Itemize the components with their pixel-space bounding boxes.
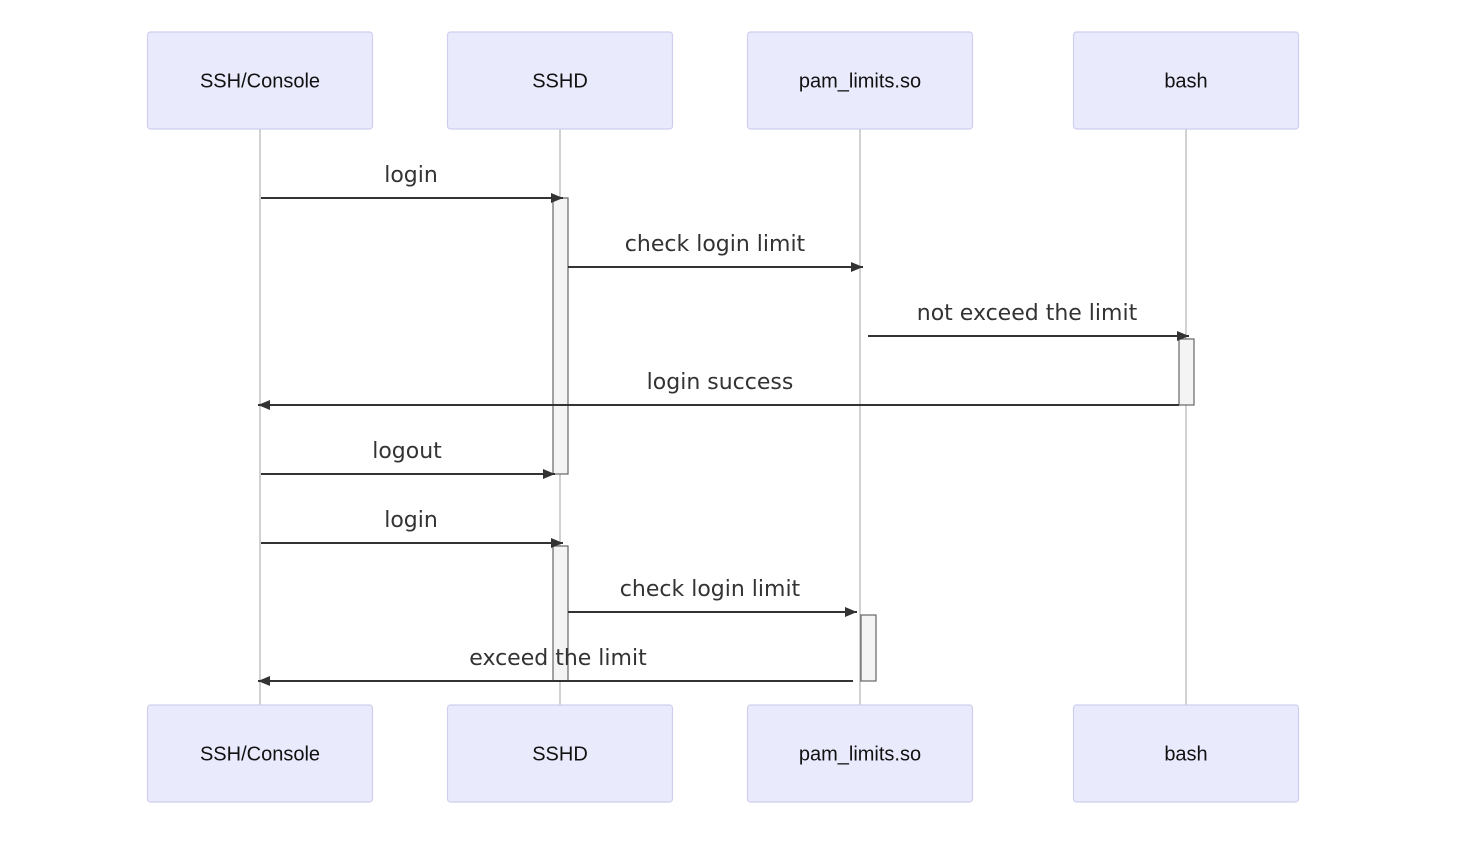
actor-label: pam_limits.so (799, 744, 921, 766)
actor-top-pam: pam_limits.so (746, 31, 974, 130)
arrowhead-icon (258, 400, 270, 410)
actor-label: SSH/Console (200, 744, 320, 766)
arrowhead-icon (543, 469, 555, 479)
arrowhead-icon (845, 607, 857, 617)
actor-bottom-bash: bash (1072, 704, 1300, 803)
message-label: not exceed the limit (917, 301, 1138, 326)
actor-label: bash (1164, 71, 1207, 93)
message-6: login (261, 508, 563, 548)
arrowhead-icon (1177, 331, 1189, 341)
actor-top-sshd: SSHD (446, 31, 674, 130)
actor-top-client: SSH/Console (146, 31, 374, 130)
actor-label: SSH/Console (200, 71, 320, 93)
activation-bar-pam (860, 614, 877, 682)
actor-box (746, 31, 974, 130)
message-label: login success (647, 370, 794, 395)
arrowhead-icon (851, 262, 863, 272)
actor-box (1072, 31, 1300, 130)
actor-box (446, 704, 674, 803)
actor-label: SSHD (532, 71, 588, 93)
actor-box (146, 704, 374, 803)
message-2: check login limit (568, 232, 863, 272)
message-4: login success (258, 370, 1179, 410)
message-7: check login limit (568, 577, 857, 617)
actor-top-bash: bash (1072, 31, 1300, 130)
actor-bottom-pam: pam_limits.so (746, 704, 974, 803)
actor-bottom-client: SSH/Console (146, 704, 374, 803)
message-1: login (261, 163, 563, 203)
message-8: exceed the limit (258, 646, 853, 686)
message-label: login (384, 508, 438, 533)
message-3: not exceed the limit (868, 301, 1189, 341)
message-label: exceed the limit (469, 646, 647, 671)
actor-box (146, 31, 374, 130)
actor-label: pam_limits.so (799, 71, 921, 93)
actor-box (1072, 704, 1300, 803)
message-label: login (384, 163, 438, 188)
arrowhead-icon (258, 676, 270, 686)
activation-bar-sshd (552, 197, 569, 475)
message-5: logout (261, 439, 555, 479)
message-label: check login limit (625, 232, 806, 257)
actor-bottom-sshd: SSHD (446, 704, 674, 803)
actor-box (746, 704, 974, 803)
actor-box (446, 31, 674, 130)
arrowhead-icon (551, 538, 563, 548)
arrowhead-icon (551, 193, 563, 203)
message-label: logout (372, 439, 442, 464)
message-label: check login limit (620, 577, 801, 602)
actor-label: bash (1164, 744, 1207, 766)
activation-bar-bash (1178, 338, 1195, 406)
actor-label: SSHD (532, 744, 588, 766)
